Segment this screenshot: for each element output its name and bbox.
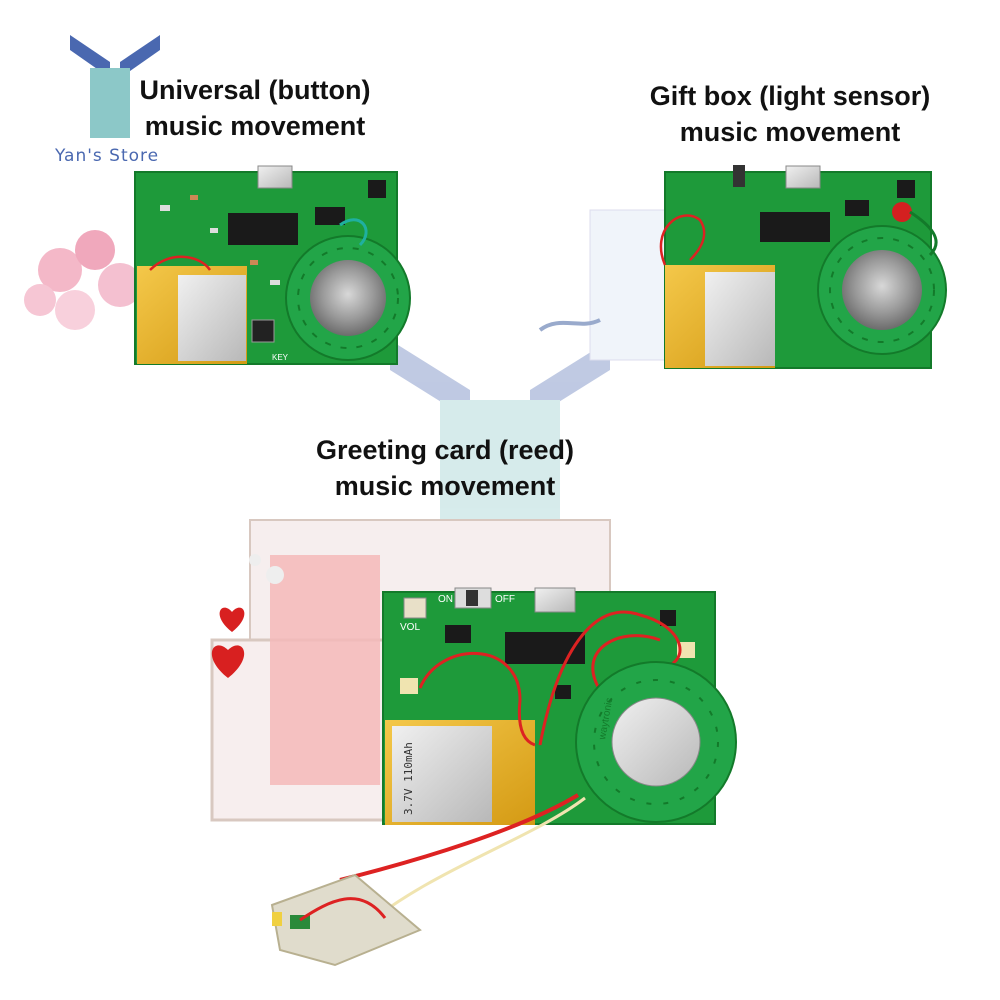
heart-icon [211,645,245,678]
greeting-caption: Greeting card (reed) music movement [290,432,600,504]
giftbox-caption-line2: music movement [679,117,901,147]
giftbox-board [659,165,947,369]
reed-switch [270,873,422,967]
usb-port [257,165,293,189]
switch-on-label: ON [438,594,453,605]
store-logo [70,35,160,138]
universal-caption: Universal (button) music movement [120,72,390,144]
battery-pack [392,726,492,822]
switch-off-label: OFF [495,594,515,605]
giftbox-caption: Gift box (light sensor) music movement [620,78,960,150]
vol-label: VOL [400,622,420,633]
universal-caption-line2: music movement [144,111,366,141]
universal-caption-line1: Universal (button) [139,75,371,105]
greeting-caption-line1: Greeting card (reed) [315,435,575,465]
battery-pack [705,272,775,366]
store-name: Yan's Store [55,146,160,166]
giftbox-caption-line1: Gift box (light sensor) [649,81,931,111]
rose-background [24,230,142,330]
heart-icon [219,607,245,632]
push-button [251,319,275,343]
usb-port [785,165,821,189]
key-label: KEY [272,353,289,362]
usb-port [534,587,576,613]
battery-pack [178,275,246,361]
greeting-board: ON OFF VOL 3.7V 110mAh waytronic [382,587,737,825]
light-sensor [892,202,912,222]
giftbox-background [538,209,671,361]
universal-board: KEY [134,165,411,365]
reed-switch-assembly [270,793,586,967]
greeting-caption-line2: music movement [334,471,556,501]
volume-button [403,597,427,619]
power-switch [733,165,745,187]
battery-label: 3.7V 110mAh [402,742,415,815]
